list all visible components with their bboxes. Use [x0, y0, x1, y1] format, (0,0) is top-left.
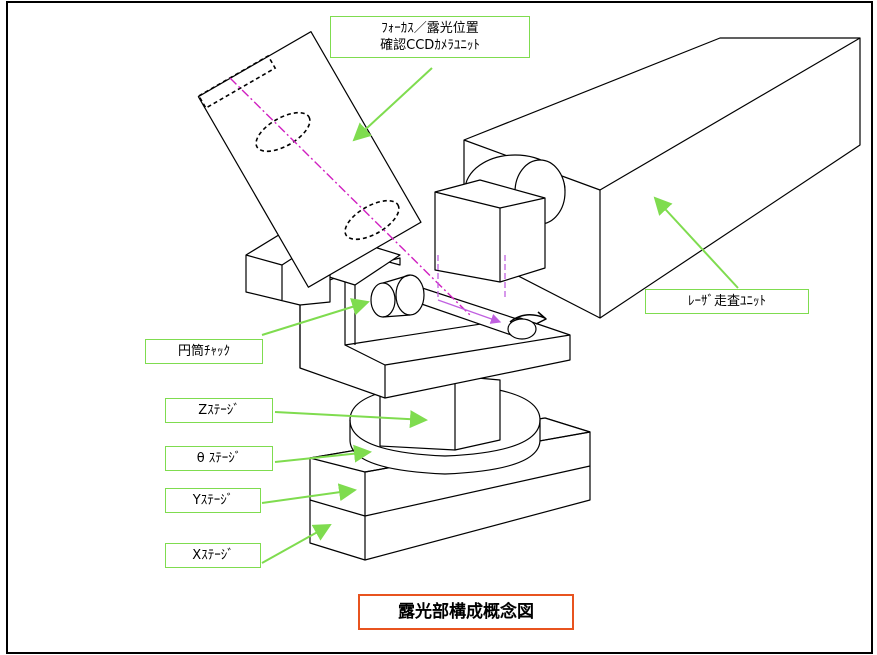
label-ccd-line1: ﾌｫｰｶｽ／露光位置 — [381, 21, 479, 36]
label-x-stage: Xｽﾃｰｼﾞ — [165, 543, 261, 568]
ccd-camera-unit — [197, 31, 422, 288]
page-frame — [6, 1, 873, 654]
optical-axis — [229, 77, 471, 316]
leader-lines — [261, 67, 739, 564]
leader-ccd — [352, 67, 433, 142]
label-y-stage: Yｽﾃｰｼﾞ — [165, 488, 261, 513]
label-theta-stage: θ ｽﾃｰｼﾞ — [165, 446, 273, 471]
label-chuck: 円筒ﾁｬｯｸ — [145, 339, 263, 364]
leader-x — [261, 524, 332, 564]
diagram-caption: 露光部構成概念図 — [358, 594, 574, 630]
label-z-stage: Zｽﾃｰｼﾞ — [165, 398, 273, 423]
leader-z — [274, 410, 428, 429]
label-laser-unit: ﾚｰｻﾞ走査ﾕﾆｯﾄ — [645, 289, 809, 314]
label-ccd-line2: 確認CCDｶﾒﾗﾕﾆｯﾄ — [380, 38, 480, 53]
beam-path — [437, 255, 506, 324]
leader-y — [261, 483, 357, 504]
leader-chuck — [261, 298, 370, 336]
laser-scanning-unit — [434, 37, 861, 319]
label-ccd-unit: ﾌｫｰｶｽ／露光位置 確認CCDｶﾒﾗﾕﾆｯﾄ — [330, 16, 530, 58]
ccd-internal-optics — [197, 54, 400, 241]
leader-theta — [274, 444, 372, 463]
leader-laser — [653, 196, 739, 289]
